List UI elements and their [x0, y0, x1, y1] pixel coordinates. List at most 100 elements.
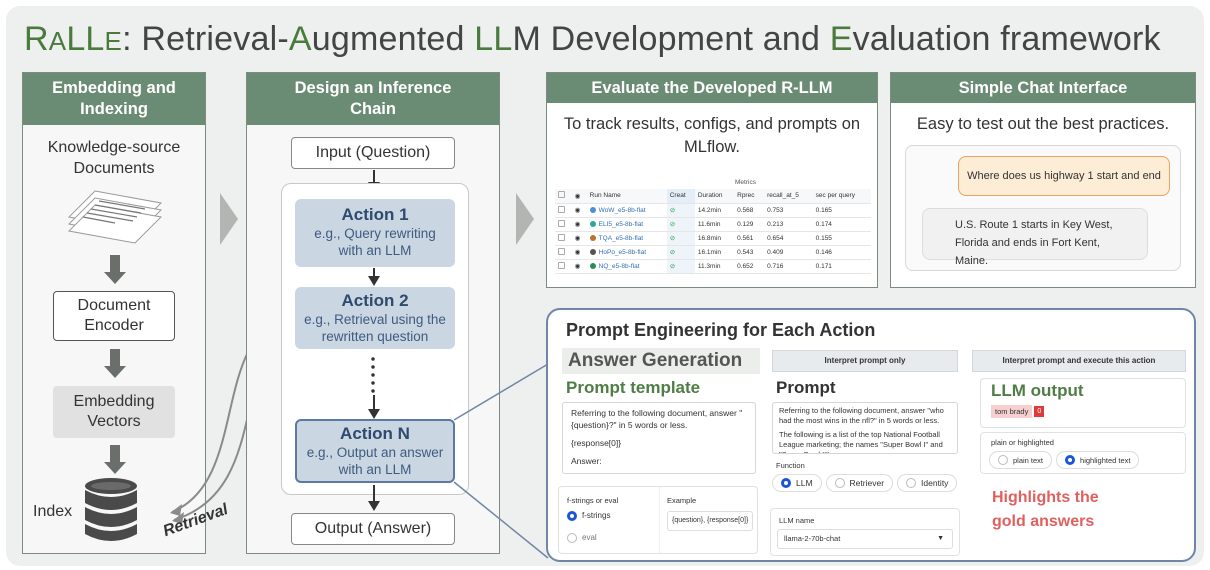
radio-button[interactable] — [567, 533, 577, 543]
run-name-cell[interactable]: HoPo_e5-8b-flat — [586, 245, 667, 260]
function-option-retriever[interactable]: Retriever — [825, 474, 894, 492]
duration-cell: 16.8min — [694, 231, 735, 246]
cell-text: 0.654 — [767, 234, 784, 242]
chat-window: Where does us highway 1 start and end U.… — [905, 145, 1181, 271]
column-header[interactable]: Duration — [694, 189, 735, 204]
status-icon: ⊘ — [666, 259, 695, 274]
radio-label: f-strings — [582, 511, 611, 521]
select-cell[interactable] — [555, 231, 572, 246]
option-label: highlighted text — [1080, 455, 1131, 465]
cell-text: WoW_e5-8b-flat — [598, 206, 646, 214]
output-box: Output (Answer) — [291, 513, 455, 545]
cell-text: 0.753 — [767, 206, 784, 214]
run-name-cell[interactable]: WoW_e5-8b-flat — [586, 203, 667, 218]
column-header[interactable]: Creat — [666, 189, 695, 204]
template-line: {response[0]} — [571, 438, 622, 448]
option-plain-text[interactable]: plain text — [989, 451, 1053, 469]
run-color-dot — [589, 248, 596, 255]
eye-icon[interactable]: ◉ — [571, 217, 587, 232]
interpret-execute-button[interactable]: Interpret prompt and execute this action — [972, 350, 1186, 372]
title-part: E — [829, 20, 853, 58]
arrow-line — [373, 485, 375, 503]
plain-highlight-options: plain text highlighted text — [989, 451, 1143, 469]
function-label: Function — [776, 461, 805, 470]
checkbox[interactable] — [558, 219, 565, 227]
checkbox[interactable] — [558, 261, 565, 269]
title-part: valuation framework — [852, 20, 1161, 58]
eye-icon[interactable]: ◉ — [571, 245, 587, 260]
llm-output-heading: LLM output — [991, 381, 1084, 400]
run-name-cell[interactable]: ELI5_e5-8b-flat — [586, 217, 667, 232]
status-icon: ⊘ — [666, 245, 695, 260]
select-cell[interactable] — [555, 203, 572, 218]
highlight-note: Highlights the gold answers — [992, 486, 1099, 534]
eye-icon[interactable]: ◉ — [571, 203, 587, 218]
answer-generation-label: Answer Generation — [562, 348, 760, 374]
select-cell[interactable] — [555, 245, 572, 260]
radio-fstrings[interactable]: f-strings — [567, 511, 610, 521]
llm-name-select[interactable]: llama-2-70b-chat ▼ — [777, 529, 953, 549]
prompt-line: Referring to the following document, ans… — [779, 406, 944, 425]
interpret-prompt-button[interactable]: Interpret prompt only — [772, 350, 958, 372]
function-option-llm[interactable]: LLM — [772, 474, 822, 492]
title-part: A — [48, 26, 67, 56]
evaluate-panel: Evaluate the Developed R-LLM To track re… — [546, 72, 878, 288]
sec-per-query-cell: 0.155 — [812, 231, 871, 246]
checkbox[interactable] — [558, 233, 565, 241]
column-header[interactable]: Rprec — [734, 189, 765, 204]
eye-icon[interactable]: ◉ — [571, 259, 587, 274]
radio-button[interactable] — [998, 455, 1008, 465]
radio-eval[interactable]: eval — [567, 533, 597, 543]
cell-text: 0.409 — [767, 248, 784, 256]
cell-text: 0.561 — [737, 234, 754, 242]
prompt-card: Prompt Referring to the following docume… — [770, 378, 960, 458]
flow-chevron — [516, 193, 534, 245]
function-option-identity[interactable]: Identity — [897, 474, 958, 492]
radio-button[interactable] — [906, 478, 917, 488]
column-header[interactable]: recall_at_5 — [764, 189, 813, 204]
down-arrow-head — [104, 462, 126, 474]
checkbox[interactable] — [558, 205, 565, 213]
select-cell[interactable] — [555, 217, 572, 232]
template-line: Referring to the following document, ans… — [571, 408, 743, 430]
radio-button[interactable] — [1065, 455, 1076, 465]
title-part: ugmented — [311, 20, 475, 58]
chain-header: Design an Inference Chain — [247, 73, 499, 125]
prompt-template-textarea[interactable]: Referring to the following document, ans… — [562, 402, 756, 474]
run-name-cell[interactable]: NQ_e5-8b-flat — [586, 259, 667, 274]
prompt-heading: Prompt — [776, 378, 836, 397]
radio-button[interactable] — [834, 478, 845, 488]
column-header[interactable]: Run Name — [586, 189, 667, 204]
chat-header: Simple Chat Interface — [891, 73, 1195, 103]
run-name-cell[interactable]: TQA_e5-8b-flat — [586, 231, 667, 246]
example-input[interactable]: {question}, {response[0]} — [667, 511, 753, 531]
prompt-template-heading: Prompt template — [566, 378, 701, 397]
down-arrow-head — [104, 272, 126, 284]
action-2-box: Action 2 e.g., Retrieval using the rewri… — [295, 287, 455, 349]
radio-button[interactable] — [781, 478, 791, 488]
action-n-box: Action N e.g., Output an answer with an … — [295, 419, 455, 483]
column-header[interactable]: sec per query — [812, 189, 871, 204]
down-arrow — [110, 445, 120, 463]
sec-per-query-cell: 0.165 — [812, 203, 871, 218]
arrow-head — [368, 409, 380, 419]
checkbox[interactable] — [558, 191, 565, 199]
cell-text: 16.8min — [697, 234, 721, 242]
title-part: E — [104, 26, 123, 56]
option-highlighted-text[interactable]: highlighted text — [1056, 451, 1140, 469]
radio-button[interactable] — [567, 511, 577, 521]
checkbox[interactable] — [558, 247, 565, 255]
answer-badge: 0 — [1034, 406, 1045, 417]
embedding-header: Embedding and Indexing — [23, 73, 205, 125]
select-cell[interactable] — [555, 259, 572, 274]
eye-icon[interactable]: ◉ — [571, 231, 587, 246]
prompt-textarea[interactable]: Referring to the following document, ans… — [772, 402, 958, 454]
cell-text: ELI5_e5-8b-flat — [598, 220, 644, 228]
action-desc: e.g., Query rewriting with an LLM — [314, 226, 436, 258]
select-col[interactable] — [555, 189, 572, 204]
